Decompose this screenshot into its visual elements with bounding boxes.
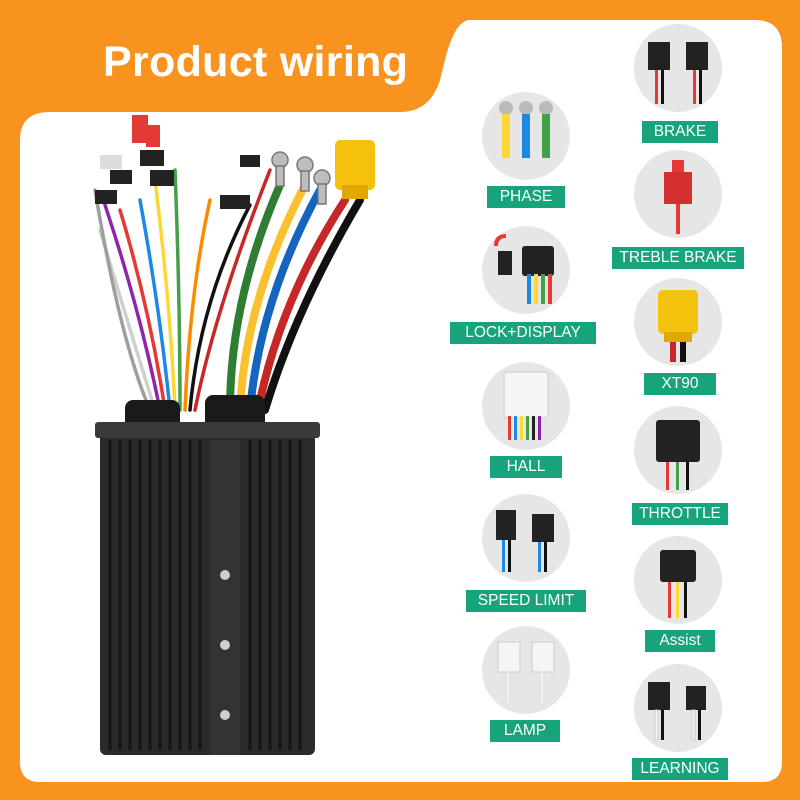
label-lamp: LAMP: [490, 720, 560, 742]
assist-connector-icon: [634, 536, 722, 624]
label-speed-limit: SPEED LIMIT: [466, 590, 586, 612]
label-learning: LEARNING: [632, 758, 728, 780]
label-phase: PHASE: [487, 186, 565, 208]
lamp-connector-icon: [482, 626, 570, 714]
label-assist: Assist: [645, 630, 715, 652]
page-title: Product wiring: [103, 38, 409, 86]
label-throttle: THROTTLE: [632, 503, 728, 525]
hall-connector-icon: [482, 362, 570, 450]
xt90-connector-icon: [634, 278, 722, 366]
label-lock-display: LOCK+DISPLAY: [450, 322, 596, 344]
lock-display-connector-icon: [482, 226, 570, 314]
phase-connector-icon: [482, 92, 570, 180]
label-hall: HALL: [490, 456, 562, 478]
learning-connector-icon: [634, 664, 722, 752]
brake-connector-icon: [634, 24, 722, 112]
throttle-connector-icon: [634, 406, 722, 494]
label-treble-brake: TREBLE BRAKE: [612, 247, 744, 269]
controller-illustration: [93, 115, 375, 755]
label-xt90: XT90: [644, 373, 716, 395]
treble-brake-connector-icon: [634, 150, 722, 238]
label-brake: BRAKE: [642, 121, 718, 143]
speed-limit-connector-icon: [482, 494, 570, 582]
